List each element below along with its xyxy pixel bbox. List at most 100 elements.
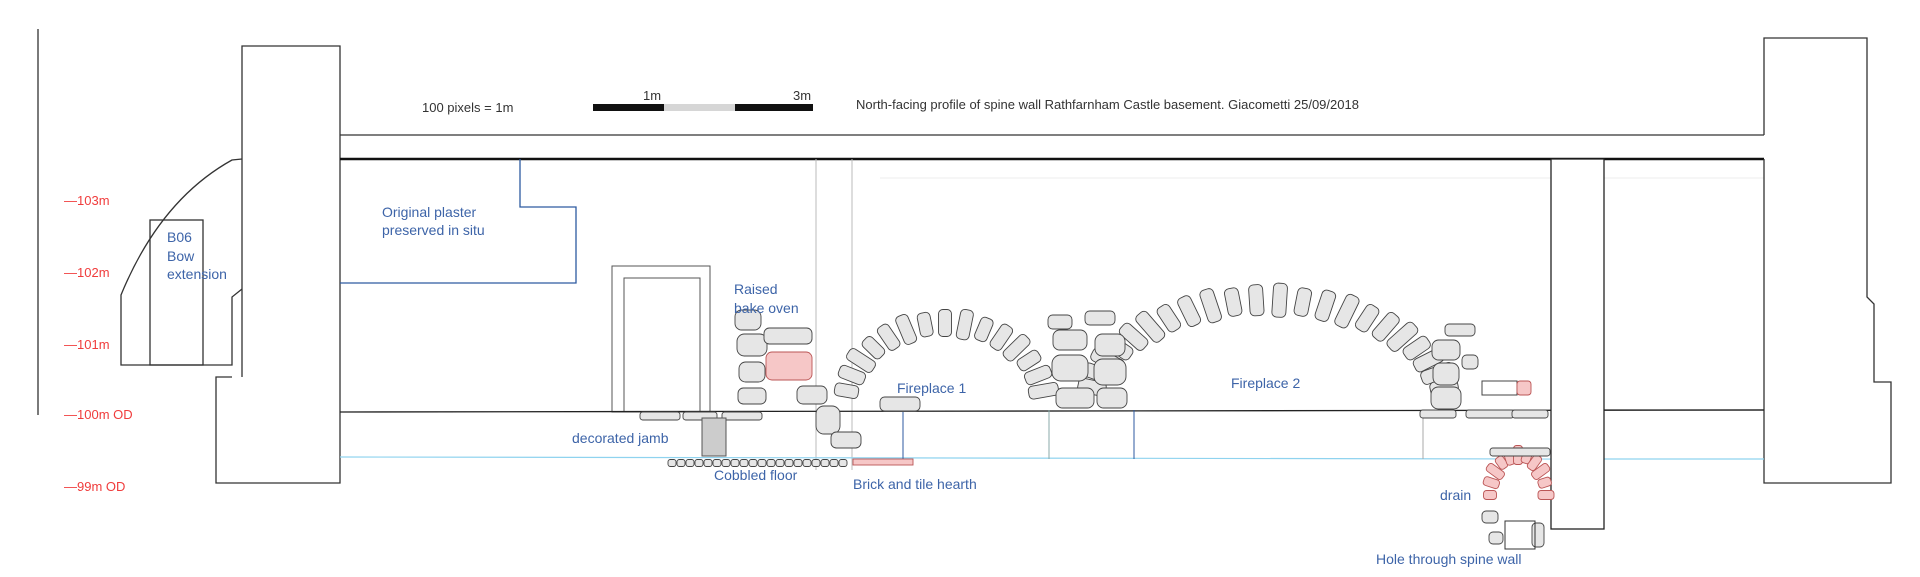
cobble: [712, 459, 722, 467]
elevation-101: —101m: [64, 337, 110, 352]
cobble: [775, 459, 785, 467]
drain-label: drain: [1440, 487, 1471, 503]
drain-brick: [1537, 476, 1552, 489]
left-wall: [215, 45, 341, 484]
pier-stone: [1430, 386, 1462, 410]
b06-label: B06: [167, 229, 192, 245]
cobble: [703, 459, 713, 467]
cobble: [694, 459, 704, 467]
arch-stone: [1354, 304, 1380, 333]
arch-stone: [1118, 322, 1149, 351]
cobble: [757, 459, 767, 467]
cobbled-floor-label: Cobbled floor: [714, 467, 798, 483]
plaster-label-2: preserved in situ: [382, 222, 485, 238]
fireplace-1-label: Fireplace 1: [897, 380, 966, 396]
arch-stone: [833, 382, 860, 400]
fireplace-2-label: Fireplace 2: [1231, 375, 1300, 391]
arch-stone: [861, 336, 886, 360]
pier-stone: [1431, 339, 1461, 361]
arch-stone: [1293, 287, 1312, 317]
cobble: [730, 459, 740, 467]
drain-brick: [1482, 476, 1501, 490]
oven-label-2: bake oven: [734, 300, 799, 316]
hearth-tiles: [852, 458, 914, 466]
elevation-103: —103m: [64, 193, 110, 208]
pier-stone: [815, 405, 841, 435]
cobble: [766, 459, 776, 467]
elevation-102: —102m: [64, 265, 110, 280]
bow-extension-outline: [120, 158, 243, 366]
arch-stone: [1156, 304, 1182, 333]
cobble: [838, 459, 848, 467]
elevation-99: —99m OD: [64, 479, 125, 494]
pier-stone: [734, 309, 762, 331]
scale-segment-2: [664, 104, 735, 111]
arch-stone: [876, 323, 901, 351]
arch-stone: [1386, 321, 1419, 352]
cobble: [667, 459, 677, 467]
arch-stone: [1371, 311, 1400, 342]
pier-stone: [736, 333, 768, 357]
oven-label-1: Raised: [734, 281, 778, 297]
hearth-label: Brick and tile hearth: [853, 476, 977, 492]
arch-stone: [916, 311, 934, 338]
cobble: [829, 459, 839, 467]
pipe-brick: [1516, 380, 1532, 396]
arch-stone: [895, 313, 918, 345]
pier-stone: [1488, 531, 1504, 545]
b06-room: [149, 219, 204, 366]
oven-brick-lining: [765, 351, 813, 381]
pier-stone: [879, 396, 921, 412]
arch-stone: [1314, 289, 1337, 322]
decorated-jamb-label: decorated jamb: [572, 430, 669, 446]
pier-stone: [1461, 354, 1479, 370]
scale-segment-3: [735, 104, 813, 111]
decorated-jamb: [701, 417, 727, 457]
drain-brick: [1485, 463, 1505, 480]
arch-stone: [1135, 310, 1166, 343]
arch-stone: [1027, 381, 1060, 400]
plaster-label-1: Original plaster: [382, 204, 476, 220]
hole-label: Hole through spine wall: [1376, 551, 1522, 567]
arch-stone: [989, 323, 1014, 351]
drain-brick: [1531, 463, 1551, 480]
pier-stone: [830, 431, 862, 449]
flagstone: [1465, 409, 1515, 419]
doorway-inner: [623, 277, 701, 413]
b06-label-bow: Bow: [167, 248, 195, 264]
arch-stone: [837, 364, 867, 386]
b06-label-extension: extension: [167, 266, 227, 282]
pipe-icon: [1481, 380, 1518, 396]
flagstone: [1511, 409, 1549, 419]
pier-stone: [1084, 310, 1116, 326]
arch-stone: [1248, 284, 1265, 317]
plaster-boundary: [340, 159, 577, 284]
pier-stone: [1444, 323, 1476, 337]
cobble: [676, 459, 686, 467]
pier-stone: [738, 361, 766, 383]
right-wall: [1763, 37, 1892, 484]
arch-stone: [974, 316, 994, 343]
masonry: [639, 282, 1555, 548]
cobble: [820, 459, 830, 467]
flagstone: [1419, 409, 1457, 419]
arch-stone: [846, 348, 876, 373]
pier-stone: [1052, 329, 1088, 351]
cobble: [748, 459, 758, 467]
cobble: [802, 459, 812, 467]
datum-line: [339, 456, 1552, 460]
arch-stone: [1177, 295, 1202, 328]
pier-stone: [1531, 522, 1545, 548]
pier-stone: [1481, 510, 1499, 524]
spine-wall-hole: [1504, 520, 1536, 550]
flagstone: [639, 411, 681, 421]
arch-stone: [1224, 287, 1243, 317]
arch-stone: [1334, 293, 1360, 329]
cobble: [793, 459, 803, 467]
scale-tick-1m: 1m: [643, 88, 661, 103]
arch-stone: [1002, 333, 1031, 362]
scale-segment-1: [593, 104, 664, 111]
pier-stone: [1051, 354, 1089, 382]
pier-stone: [1094, 333, 1126, 357]
arch-stone: [1199, 288, 1222, 324]
